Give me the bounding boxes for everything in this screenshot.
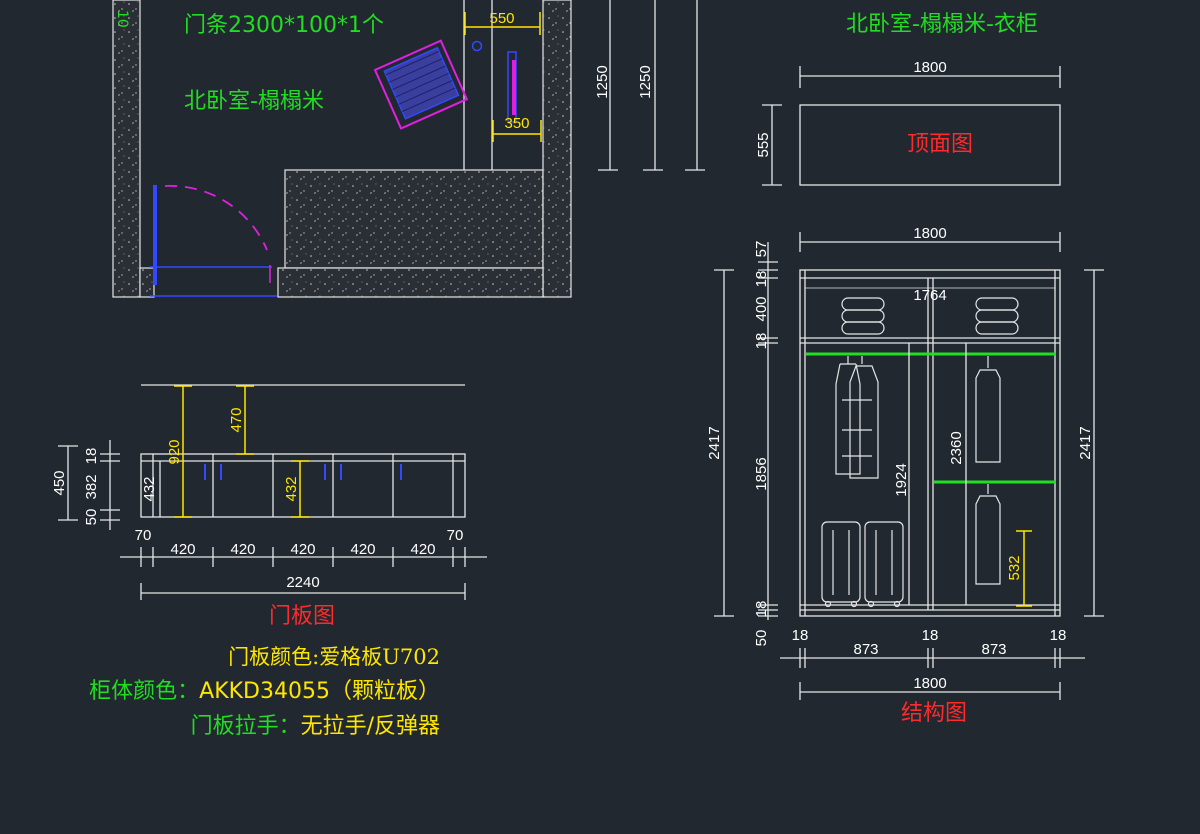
struct-total-width: 1800 xyxy=(913,675,946,692)
panel-width-4: 420 xyxy=(350,541,375,558)
folded-clothes-left xyxy=(841,297,885,335)
door-handles xyxy=(204,464,402,480)
panel-width-2: 420 xyxy=(230,541,255,558)
dim-2240: 2240 xyxy=(286,574,319,591)
door-swing-arc xyxy=(164,185,268,251)
struct-top-width: 1800 xyxy=(913,225,946,242)
dim-350: 350 xyxy=(504,115,529,132)
dim-550: 550 xyxy=(489,10,514,27)
dim-57: 57 xyxy=(753,241,770,258)
dim-50: 50 xyxy=(83,509,100,526)
folded-clothes-right xyxy=(975,297,1019,335)
wall-edge-number: 10 xyxy=(114,10,130,28)
total-height-right: 2417 xyxy=(1077,426,1094,459)
dim-532: 532 xyxy=(1006,555,1023,580)
bottom-dim-873-left: 873 xyxy=(853,641,878,658)
door-panel-label: 门板图 xyxy=(269,604,335,629)
total-height-left: 2417 xyxy=(706,426,723,459)
dim-1250-a: 1250 xyxy=(594,65,611,98)
dim-18-a: 18 xyxy=(753,271,770,288)
bottom-dim-18-left: 18 xyxy=(792,627,809,644)
top-view-outline xyxy=(799,104,1061,186)
top-view-width: 1800 xyxy=(913,59,946,76)
structure-view: 1800 1764 xyxy=(706,225,1104,726)
bottom-dim-873-right: 873 xyxy=(981,641,1006,658)
dim-2360: 2360 xyxy=(948,431,965,464)
bottom-wall xyxy=(277,267,544,298)
panel-width-3: 420 xyxy=(290,541,315,558)
door-panel-outline xyxy=(140,453,466,518)
spec-door-color: 门板颜色:爱格板U702 xyxy=(228,645,440,669)
side-panel-fill xyxy=(512,60,516,115)
struct-inner-width: 1764 xyxy=(913,287,946,304)
panel-width-5: 420 xyxy=(410,541,435,558)
structure-label: 结构图 xyxy=(901,701,967,726)
material-specs: 门板颜色:爱格板U702 柜体颜色：AKKD34055（颗粒板） 门板拉手：无拉… xyxy=(89,645,440,739)
dim-50-struct: 50 xyxy=(753,630,770,647)
armchair xyxy=(373,39,469,130)
dim-432-side: 432 xyxy=(141,476,158,501)
dim-432-inner: 432 xyxy=(283,476,300,501)
floorplan: 10 550 350 1250 1250 门条2300* xyxy=(112,0,705,298)
spec-cabinet-color: 柜体颜色：AKKD34055（颗粒板） xyxy=(89,679,440,704)
dim-1856: 1856 xyxy=(753,457,770,490)
door-strip-note: 门条2300*100*1个 xyxy=(184,13,384,38)
wardrobe-carcass xyxy=(799,269,1061,617)
dim-70-left: 70 xyxy=(135,527,152,544)
top-view-depth: 555 xyxy=(755,132,772,157)
dim-18-b: 18 xyxy=(753,333,770,350)
top-view-label: 顶面图 xyxy=(907,132,973,157)
dim-470: 470 xyxy=(228,407,245,432)
lamp-icon xyxy=(471,40,483,52)
dim-18-c: 18 xyxy=(753,601,770,618)
dim-920: 920 xyxy=(166,439,183,464)
suitcases xyxy=(821,521,904,608)
spec-handle: 门板拉手：无拉手/反弹器 xyxy=(191,714,440,739)
dim-18-top: 18 xyxy=(83,448,100,465)
hanging-coats xyxy=(835,356,1001,585)
platform-block xyxy=(284,169,544,269)
bottom-dim-18-right: 18 xyxy=(1050,627,1067,644)
left-wall xyxy=(112,0,141,298)
panel-width-1: 420 xyxy=(170,541,195,558)
right-wall xyxy=(542,0,572,298)
dim-70-right: 70 xyxy=(447,527,464,544)
dim-382: 382 xyxy=(83,474,100,499)
door-jamb xyxy=(139,267,155,298)
wardrobe-title: 北卧室-榻榻米-衣柜 xyxy=(846,12,1038,37)
dim-400: 400 xyxy=(753,296,770,321)
top-view: 北卧室-榻榻米-衣柜 1800 555 顶面图 xyxy=(755,12,1061,186)
bottom-dim-18-mid: 18 xyxy=(922,627,939,644)
dim-1924: 1924 xyxy=(893,463,910,496)
door-panel-view: 920 470 432 432 450 18 382 50 70 420 420… xyxy=(51,384,487,629)
dim-450: 450 xyxy=(51,470,68,495)
room-label: 北卧室-榻榻米 xyxy=(184,89,324,114)
dim-1250-b: 1250 xyxy=(637,65,654,98)
